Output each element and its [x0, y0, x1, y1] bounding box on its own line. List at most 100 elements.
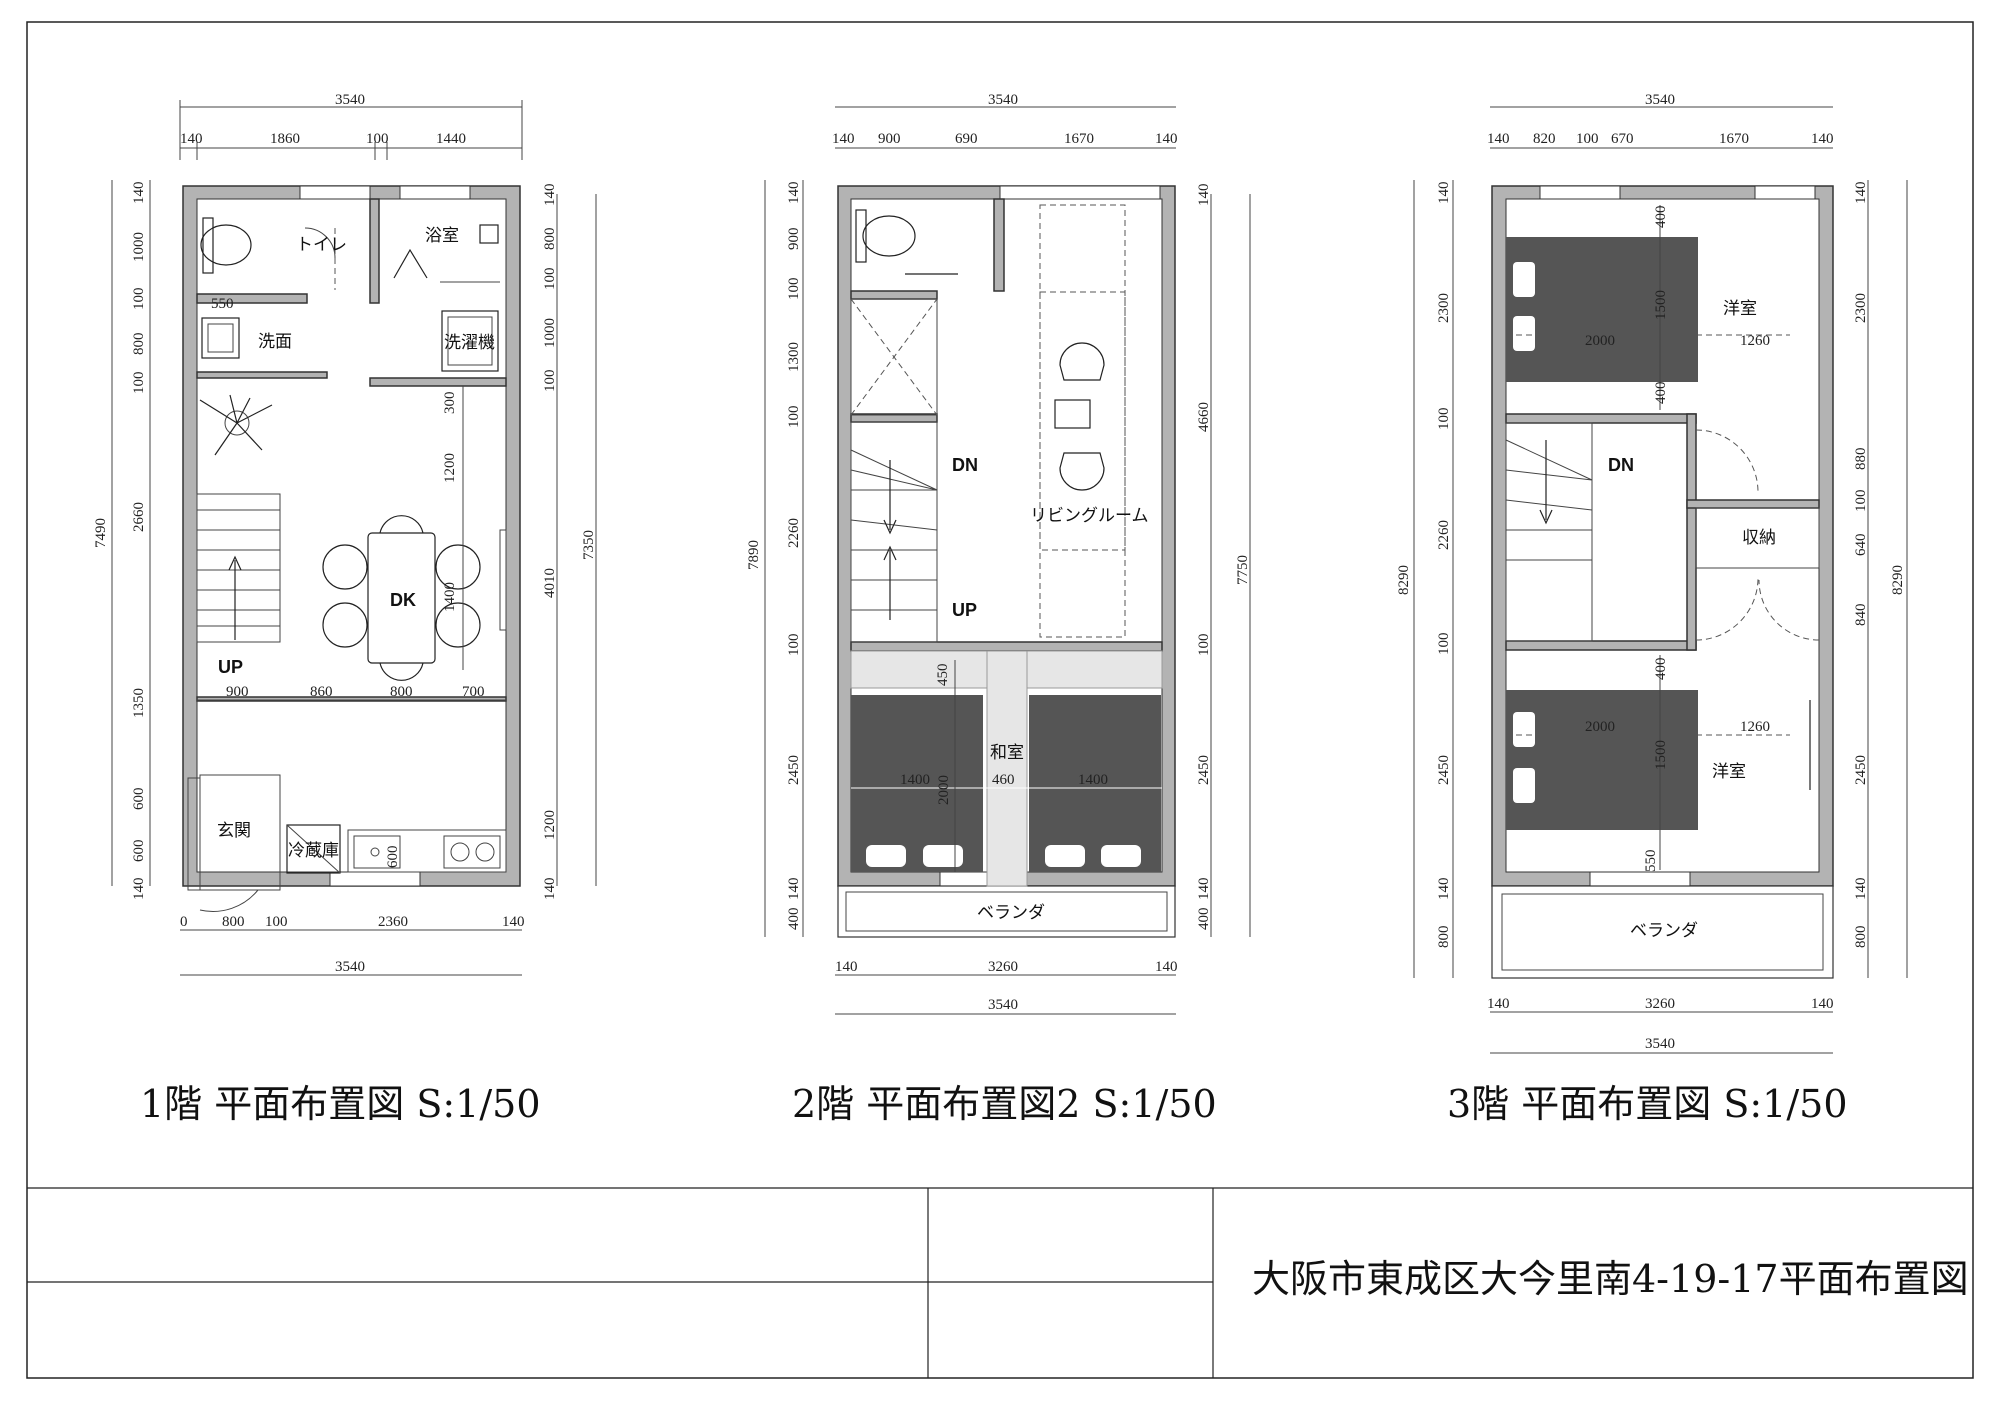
floor2-title: 2階 平面布置図2 S:1/50 — [792, 1082, 1217, 1126]
stair-label: UP — [952, 600, 977, 620]
dim-label: 140 — [1487, 996, 1510, 1012]
stair-label: DN — [1608, 455, 1634, 475]
room-label: ベランダ — [977, 903, 1045, 923]
dim-label: 3540 — [1645, 92, 1675, 108]
dim-label: 100 — [786, 634, 802, 657]
dim-label: 450 — [935, 664, 951, 687]
dim-label: 140 — [832, 131, 855, 147]
dim-label: 1500 — [1653, 290, 1669, 320]
dim-label: 400 — [786, 908, 802, 931]
floor3-veranda — [1491, 885, 1834, 979]
floor3-plan: 3540 140 820 100 670 1670 140 ベランダ 洋室 40… — [1396, 92, 1908, 1126]
dim-label: 550 — [211, 296, 234, 312]
dim-label: 1400 — [442, 582, 458, 612]
dim-label: 140 — [786, 182, 802, 205]
dim-label: 2260 — [786, 518, 802, 548]
room-label: 冷蔵庫 — [288, 841, 339, 861]
dim-label: 4660 — [1196, 402, 1212, 432]
floor1-bottom-dimensions: 0 800 100 2360 140 3540 — [180, 914, 525, 976]
floor1-title: 1階 平面布置図 S:1/50 — [140, 1082, 541, 1126]
dim-label: 700 — [462, 684, 485, 700]
dim-label: 4010 — [542, 568, 558, 598]
dim-label: 1670 — [1064, 131, 1094, 147]
dim-label: 140 — [131, 878, 147, 901]
title-block: 大阪市東成区大今里南4-19-17平面布置図 — [27, 1187, 1973, 1378]
sheet-border — [26, 21, 1974, 1379]
room-label: 収納 — [1742, 528, 1776, 548]
dim-label: 820 — [1533, 131, 1556, 147]
dim-label: 800 — [390, 684, 413, 700]
dim-label: 100 — [542, 370, 558, 393]
floor1-stairs — [196, 493, 281, 643]
dim-label: 640 — [1853, 534, 1869, 557]
floor1-right-dimensions: 140 800 100 1000 100 4010 1200 140 7350 — [542, 184, 597, 901]
dim-label: 1200 — [442, 453, 458, 483]
dim-label: 140 — [1853, 182, 1869, 205]
floor1-left-dimensions: 7490 140 1000 100 800 100 2660 1350 600 … — [93, 180, 151, 901]
dim-label: 140 — [835, 959, 858, 975]
dim-label: 2000 — [1585, 719, 1615, 735]
dim-label: 690 — [955, 131, 978, 147]
dim-label: 400 — [1653, 382, 1669, 405]
dim-label: 140 — [1196, 878, 1212, 901]
dim-label: 3540 — [335, 92, 365, 108]
floor2-right-dimensions: 140 4660 100 2450 140 400 7750 — [1196, 184, 1251, 937]
dim-label: 880 — [1853, 448, 1869, 471]
dim-label: 840 — [1853, 604, 1869, 627]
dim-label: 140 — [1487, 131, 1510, 147]
stair-label: DN — [952, 455, 978, 475]
dim-label: 100 — [1853, 490, 1869, 513]
dim-label: 3540 — [988, 997, 1018, 1013]
dim-label: 1260 — [1740, 719, 1770, 735]
dim-label: 100 — [1436, 408, 1452, 431]
room-label: ベランダ — [1630, 921, 1698, 941]
dim-label: 670 — [1611, 131, 1634, 147]
floor3-bottom-dimensions: 140 3260 140 3540 — [1487, 996, 1834, 1054]
room-label: 玄関 — [217, 821, 251, 841]
tatami-block — [1029, 695, 1161, 872]
dim-label: 100 — [265, 914, 288, 930]
dim-label: 140 — [1436, 878, 1452, 901]
room-label: 和室 — [990, 743, 1024, 763]
dim-label: 100 — [1436, 633, 1452, 656]
dim-label: 140 — [542, 184, 558, 207]
dim-label: 8290 — [1890, 565, 1906, 595]
dim-label: 140 — [502, 914, 525, 930]
dim-label: 300 — [442, 392, 458, 415]
dim-label: 800 — [222, 914, 245, 930]
dim-label: 400 — [1653, 206, 1669, 229]
dim-label: 100 — [786, 406, 802, 429]
dim-label: 400 — [1653, 658, 1669, 681]
dim-label: 100 — [1196, 634, 1212, 657]
dim-label: 900 — [226, 684, 249, 700]
dim-label: 100 — [131, 288, 147, 311]
dim-label: 100 — [1576, 131, 1599, 147]
dim-label: 2260 — [1436, 520, 1452, 550]
dim-label: 1300 — [786, 342, 802, 372]
floor1-top-dimensions: 3540 140 1860 100 1440 — [179, 92, 523, 160]
dim-label: 1000 — [542, 318, 558, 348]
dim-label: 1500 — [1653, 740, 1669, 770]
floor3-top-dimensions: 3540 140 820 100 670 1670 140 — [1487, 92, 1834, 149]
dim-label: 900 — [878, 131, 901, 147]
tatami-block — [851, 695, 983, 872]
room-label: 洗面 — [258, 332, 292, 352]
dim-label: 2300 — [1853, 293, 1869, 323]
dining-table — [322, 515, 481, 681]
stair-label: UP — [218, 657, 243, 677]
dim-label: 100 — [366, 131, 389, 147]
floor3-stairs — [1505, 422, 1593, 642]
floor3-left-dimensions: 8290 140 2300 100 2260 100 2450 140 800 — [1396, 180, 1454, 978]
floor1-plan: 3540 140 1860 100 1440 — [93, 92, 597, 1126]
dim-label: 140 — [1155, 131, 1178, 147]
room-label: DK — [390, 590, 416, 610]
dim-label: 900 — [786, 228, 802, 251]
room-label: トイレ — [296, 235, 347, 255]
dim-label: 1200 — [542, 810, 558, 840]
floor2-plan: 3540 140 900 690 1670 140 ベランダ — [746, 92, 1251, 1126]
dim-label: 2450 — [786, 755, 802, 785]
dim-label: 1670 — [1719, 131, 1749, 147]
dim-label: 100 — [786, 278, 802, 301]
floor3-right-dimensions: 140 2300 880 100 640 840 2450 140 800 82… — [1853, 180, 1908, 978]
dim-label: 600 — [131, 840, 147, 863]
